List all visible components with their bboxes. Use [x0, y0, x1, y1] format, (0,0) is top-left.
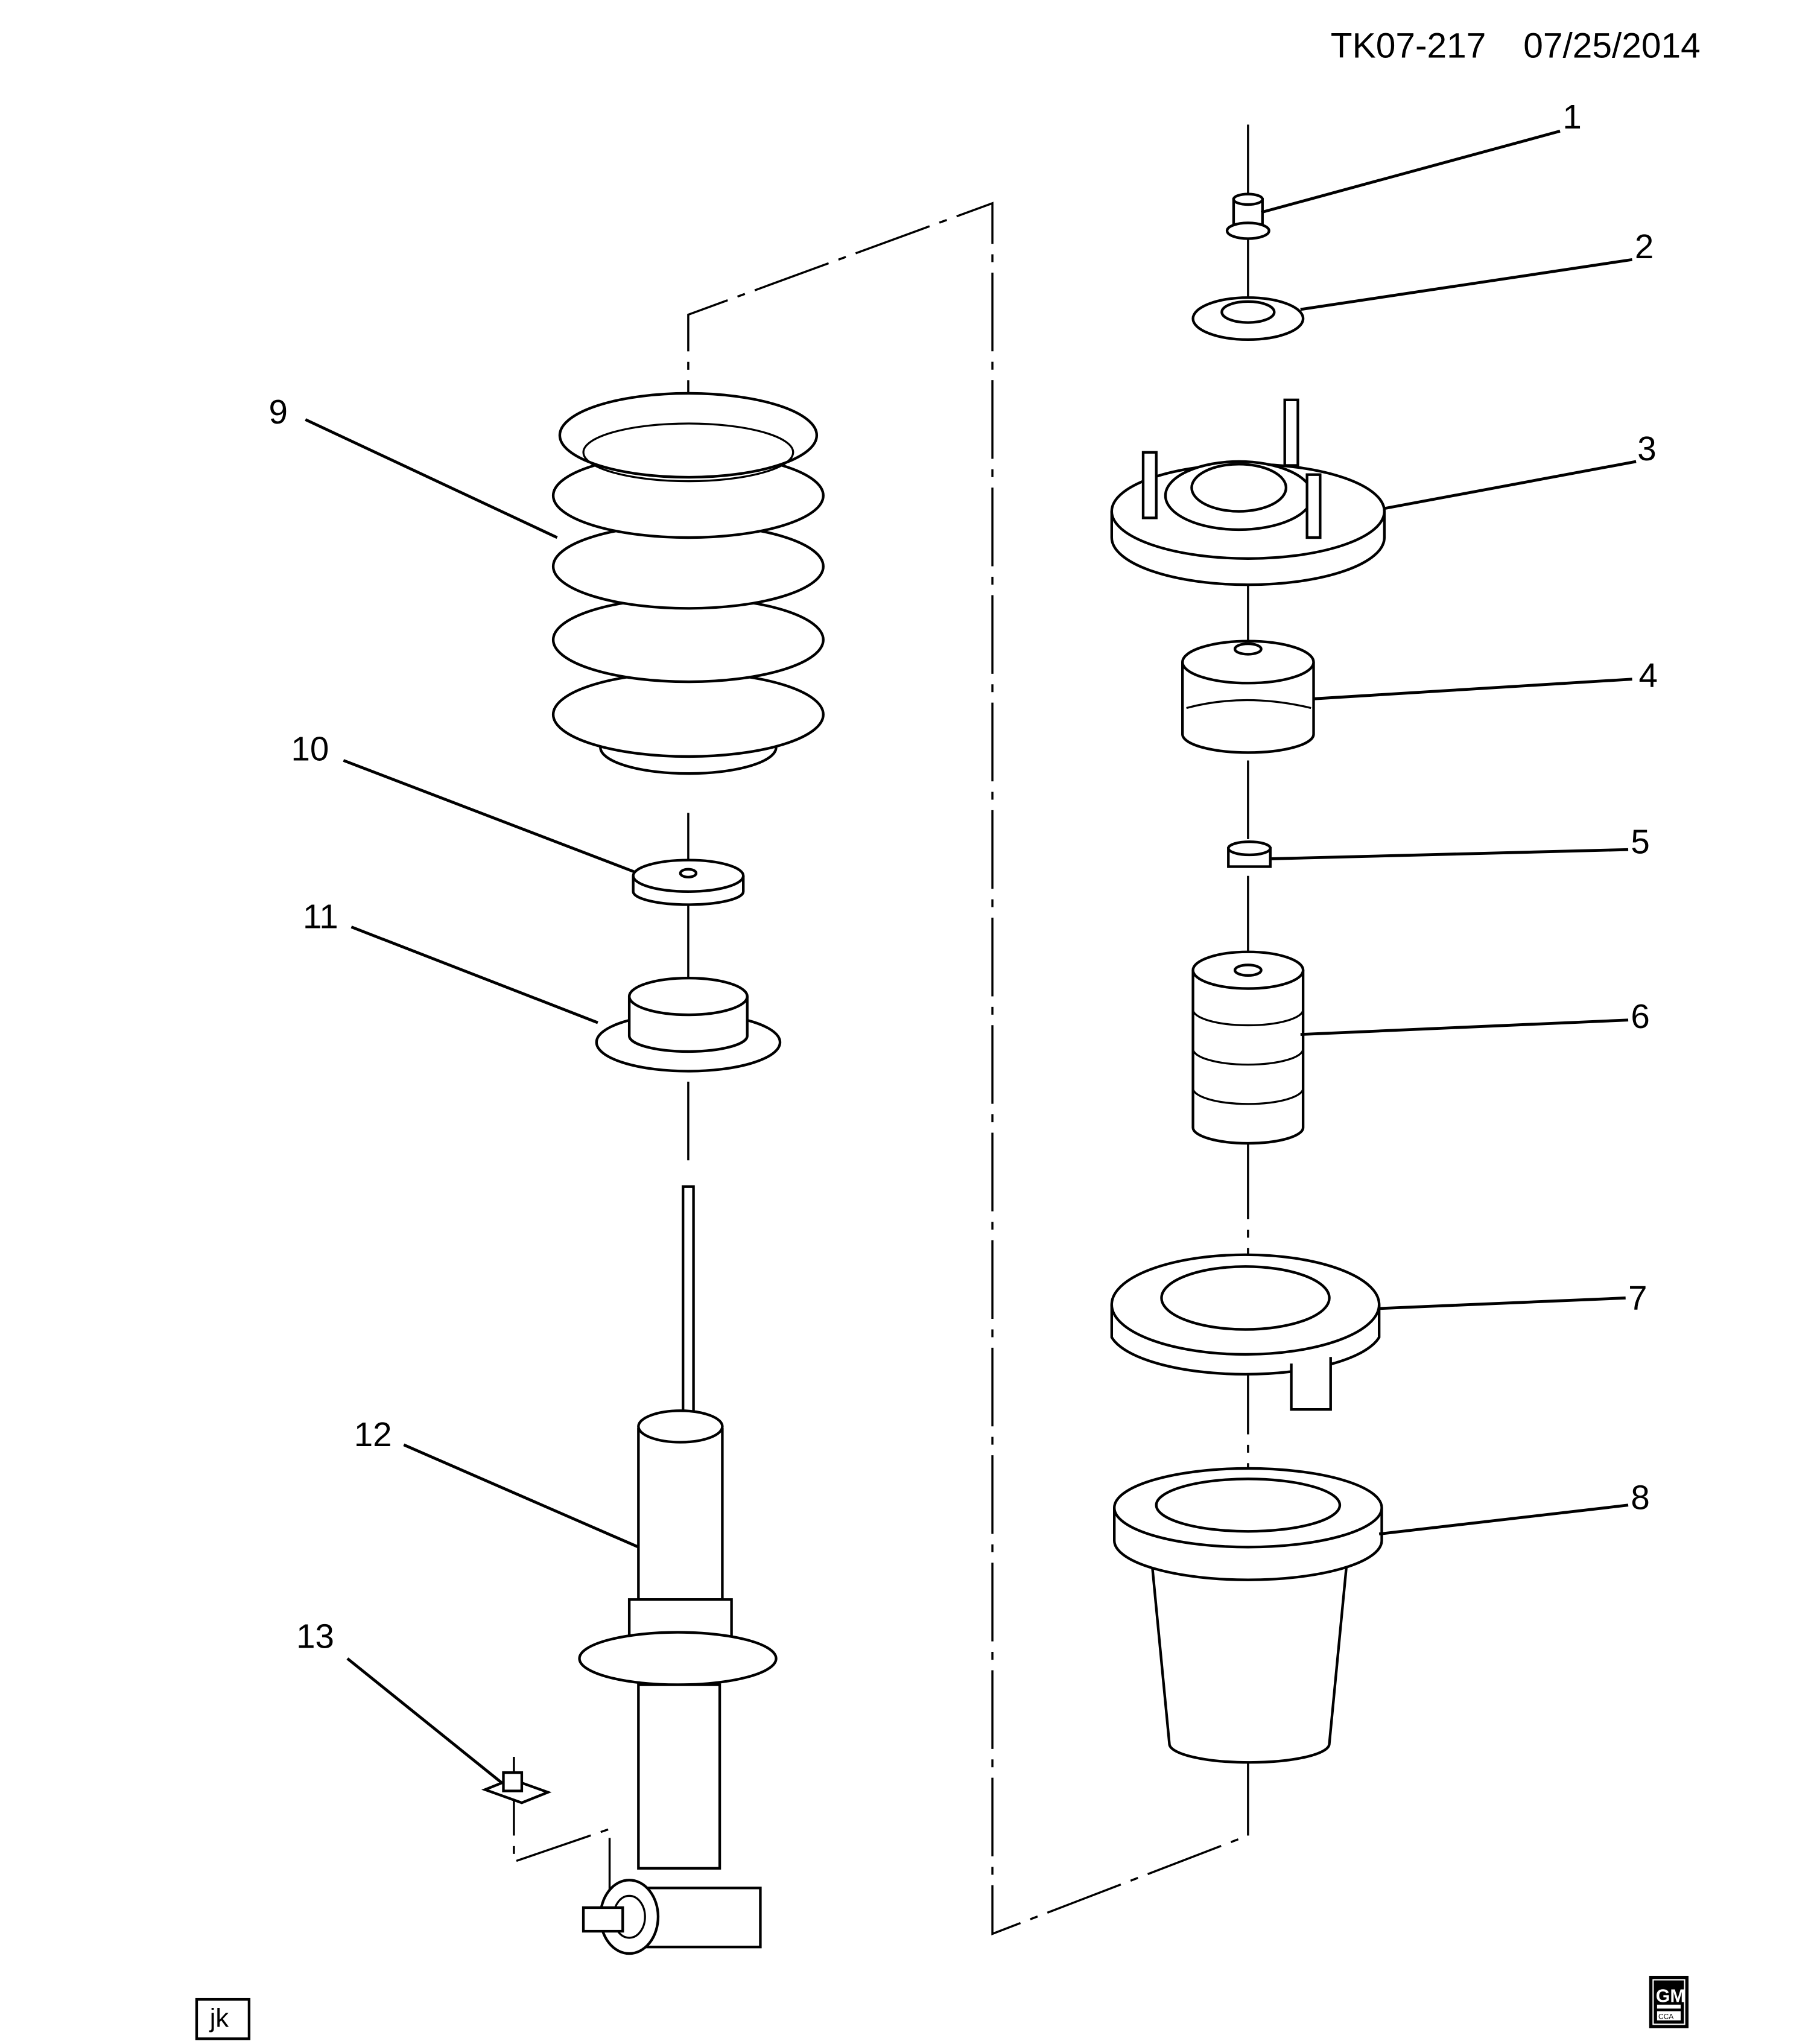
- callout-7: 7: [1628, 1279, 1647, 1317]
- callout-1: 1: [1562, 98, 1581, 136]
- callout-12: 12: [354, 1415, 392, 1453]
- part-8-dust-boot: [1113, 1467, 1383, 1764]
- part-11-lower-spring-seat: [595, 977, 782, 1073]
- callout-2: 2: [1635, 227, 1654, 265]
- part-10-insulator: [632, 859, 745, 906]
- callout-8: 8: [1631, 1478, 1649, 1516]
- initials-box: jk: [195, 1998, 251, 2040]
- drawing-id: TK07-217: [1331, 27, 1486, 66]
- leader-lines: [305, 130, 1637, 1785]
- callout-9: 9: [268, 393, 287, 431]
- svg-text:GM: GM: [1656, 1985, 1685, 2006]
- gm-logo: GM CCA: [1649, 1975, 1689, 2028]
- callout-11: 11: [303, 898, 338, 936]
- initials: jk: [209, 2004, 229, 2033]
- callout-5: 5: [1631, 823, 1649, 861]
- part-12-strut: [578, 1185, 778, 1955]
- part-6-jounce-bumper: [1191, 950, 1305, 1145]
- callout-3: 3: [1637, 430, 1656, 468]
- callout-13: 13: [296, 1617, 334, 1655]
- callout-10: 10: [291, 729, 329, 767]
- drawing-date: 07/25/2014: [1523, 27, 1701, 66]
- callout-6: 6: [1631, 997, 1649, 1035]
- assembly-axis-lines: [513, 124, 1249, 1935]
- part-4-bushing: [1181, 640, 1315, 754]
- part-3-upper-mount: [1110, 398, 1386, 586]
- part-7-spring-seat: [1110, 1253, 1381, 1411]
- part-13-clip: [481, 1771, 552, 1804]
- part-5-spacer: [1227, 840, 1272, 868]
- part-2-washer: [1191, 296, 1305, 341]
- part-9-coil-spring: [551, 392, 825, 775]
- part-1-nut: [1225, 192, 1270, 240]
- svg-text:CCA: CCA: [1658, 2013, 1673, 2021]
- callout-4: 4: [1638, 656, 1657, 694]
